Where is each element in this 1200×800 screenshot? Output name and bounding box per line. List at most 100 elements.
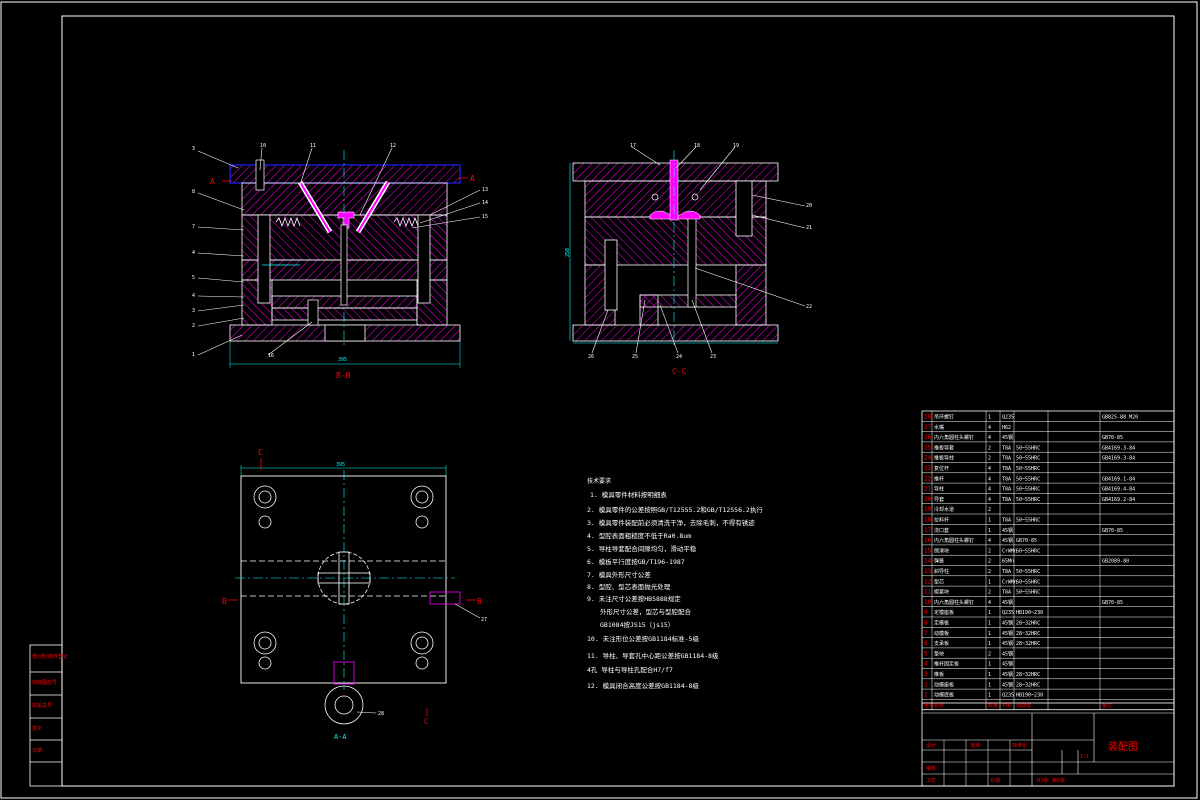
title-label: 审核 [926, 765, 936, 772]
callout-number: 12 [390, 143, 396, 149]
bom-cell: 4 [988, 538, 991, 544]
bom-cell: GB70-85 [1102, 435, 1123, 441]
cc-callouts [591, 146, 806, 354]
bom-cell: 推板导套 [934, 444, 954, 451]
bom-cell: 型芯 [934, 578, 944, 585]
bom-cell: 14 [924, 558, 932, 565]
bom-cell: T8A [1002, 518, 1011, 524]
bom-cell: 24 [924, 455, 932, 462]
title-label: 工艺 [926, 778, 936, 784]
bom-cell: 定模座板 [934, 609, 954, 616]
left-strip-label: 旧底图总号 [32, 679, 57, 686]
bb-view-label: B-B [336, 371, 351, 380]
title-label: 日期 [990, 778, 1000, 784]
bom-cell: GB2089-80 [1102, 559, 1129, 565]
bom-header-cell: 备注 [1102, 702, 1112, 709]
bom-cell: 50~55HRC [1016, 487, 1040, 493]
bom-cell: 2 [988, 507, 991, 513]
bom-cell: 45钢 [1002, 661, 1013, 668]
bom-cell: 内六角圆柱头螺钉 [934, 434, 974, 441]
title-scale: 1:1 [1080, 754, 1089, 760]
bom-cell: 28~32HRC [1016, 672, 1040, 678]
bom-cell: GB70-85 [1102, 528, 1123, 534]
bom-cell: 28 [924, 414, 932, 421]
bom-cell: 2 [988, 590, 991, 596]
callout-number: 27 [481, 617, 487, 623]
bom-cell: 50~55HRC [1016, 569, 1040, 575]
bom-cell: Q235 [1002, 415, 1014, 421]
bom-cell: 垫块 [934, 650, 944, 657]
bom-cell: T8A [1002, 487, 1011, 493]
callout-number: 23 [710, 354, 716, 360]
bom-cell: 18 [924, 517, 932, 524]
bom-cell: 2 [988, 548, 991, 554]
inner-frame [61, 15, 1175, 787]
bom-cell: 45钢 [1002, 640, 1013, 647]
callout-number: 11 [310, 143, 316, 149]
bom-cell: T8A [1002, 569, 1011, 575]
bom-cell: Q235 [1002, 693, 1014, 699]
left-strip-label: 签字 [32, 725, 42, 732]
bom-cell: 45钢 [1002, 650, 1013, 657]
bom-cell: 1 [988, 621, 991, 627]
cc-view-label: C-C [672, 367, 687, 376]
bom-cell: 50~55HRC [1016, 590, 1040, 596]
note-line: 12. 模具闭合高度公差按GB1184-8级 [587, 681, 699, 690]
bom-cell: GB4169.3-84 [1102, 445, 1135, 451]
bom-cell: 25 [924, 444, 932, 451]
section-view-bb: A A 395 B-B [210, 150, 475, 380]
bom-header-cell: 序号 [924, 702, 934, 709]
bom-cell: 导柱 [934, 486, 944, 493]
bom-cell: 导套 [934, 496, 944, 503]
callout-number: 28 [378, 711, 384, 717]
bom-cell: 1 [988, 662, 991, 668]
bom-cell: GB70-85 [1016, 538, 1037, 544]
callout-number: 20 [806, 203, 812, 209]
drawing-name: 装配图 [1108, 740, 1138, 753]
section-marker-a-right: A [470, 174, 475, 183]
bom-cell: 冷却水道 [934, 506, 954, 513]
title-label: 标准化 [1012, 742, 1027, 749]
bom-cell: 1 [988, 672, 991, 678]
bom-cell: 7 [924, 630, 928, 637]
note-line: 外形尺寸公差，型芯与型腔配合 [600, 607, 692, 616]
cc-callout-numbers: 17 18 19 20 21 22 23 24 25 26 [588, 143, 812, 360]
bom-cell: 45钢 [1002, 599, 1013, 606]
bom-cell: 28~32HRC [1016, 641, 1040, 647]
bom-cell: 1 [988, 610, 991, 616]
bom-cell: 侧滑块 [934, 547, 949, 554]
bom-cell: 支承板 [934, 640, 949, 647]
bom-cell: T8A [1002, 456, 1011, 462]
bom-cell: 定模板 [934, 620, 949, 627]
bom-cell: 10 [924, 599, 932, 606]
bom-cell: 斜导柱 [934, 568, 949, 575]
bom-cell: 4 [988, 497, 991, 503]
callout-number: 1 [192, 352, 195, 358]
bom-cell: 1 [988, 641, 991, 647]
bom-cell: 4 [988, 476, 991, 482]
bom-cell: 13 [924, 568, 932, 575]
bom-cell: 4 [988, 487, 991, 493]
bom-cell: 17 [924, 527, 932, 534]
section-marker-a-left: A [210, 177, 215, 186]
bom-cell: 12 [924, 578, 932, 585]
bom-cell: 15 [924, 547, 932, 554]
bom-cell: CrWMn [1002, 548, 1017, 554]
title-sheet: 共1张 第1张 [1036, 777, 1065, 784]
callout-number: 22 [806, 304, 812, 310]
bom-cell: 1 [988, 682, 991, 688]
note-line: 11. 导柱、导套孔中心距公差按GB1184-8级 [587, 651, 719, 660]
bom-cell: 16 [924, 537, 932, 544]
bom-cell: 5 [924, 650, 928, 657]
bb-width-dimension: 395 [338, 357, 347, 363]
bom-cell: 65Mn [1002, 559, 1014, 565]
bom-cell: 45钢 [1002, 620, 1013, 627]
bom-cell: 50~55HRC [1016, 476, 1040, 482]
note-line: 8. 型腔、型芯表面抛光处理 [587, 582, 671, 591]
bom-cell: 1 [924, 692, 928, 699]
bom-header-cell: 数量 [988, 702, 998, 709]
note-line: 4. 型腔表面粗糙度不低于Ra0.8um [587, 531, 691, 540]
bom-cell: 45钢 [1002, 681, 1013, 688]
bom-cell: 19 [924, 506, 932, 513]
